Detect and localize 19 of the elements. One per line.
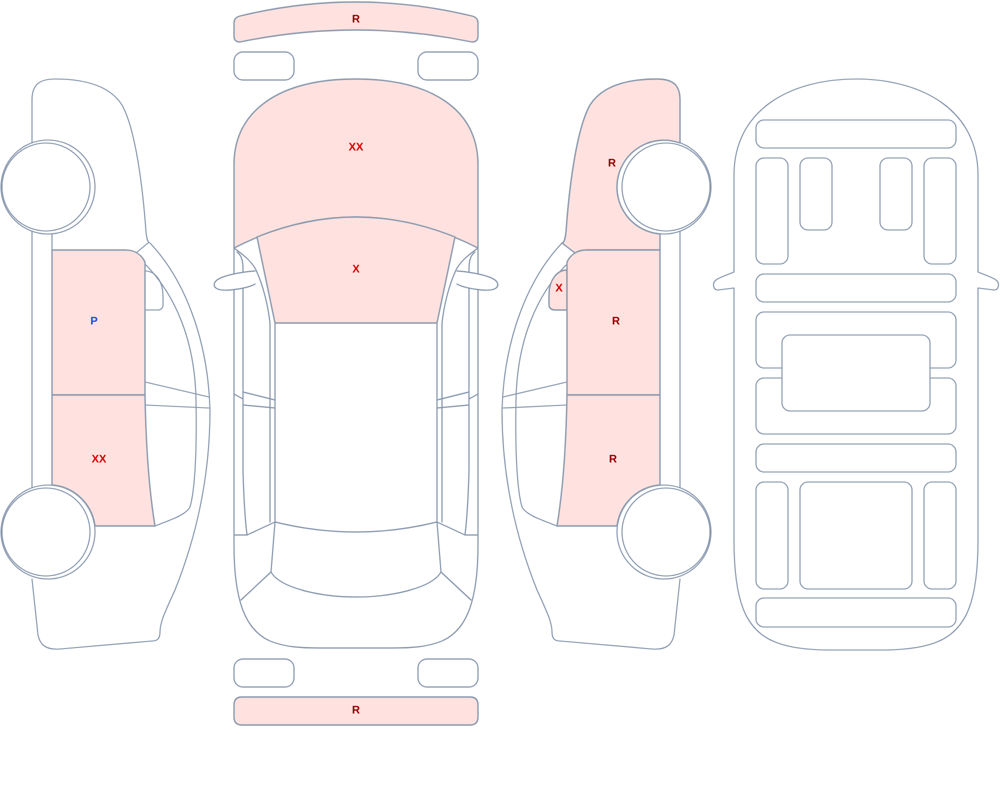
damage-code: R	[352, 14, 360, 26]
hood-panel	[233, 78, 479, 249]
damage-code: R	[612, 316, 620, 328]
door-panel	[51, 394, 156, 527]
damage-code: R	[609, 454, 617, 466]
damage-code: X	[555, 284, 563, 294]
damage-code: X	[352, 264, 360, 276]
windshield-panel	[256, 216, 456, 324]
damage-code: XX	[92, 454, 106, 466]
bumper-panel	[233, 1, 479, 43]
damage-code: R	[608, 158, 616, 170]
mirror-panel	[548, 269, 568, 311]
door-panel	[51, 249, 146, 396]
door-panel	[566, 249, 661, 396]
damage-code: XX	[348, 142, 364, 154]
damage-code: R	[352, 706, 360, 716]
bumper-panel	[233, 696, 479, 726]
door-panel	[556, 394, 661, 527]
damage-code: P	[90, 316, 98, 328]
